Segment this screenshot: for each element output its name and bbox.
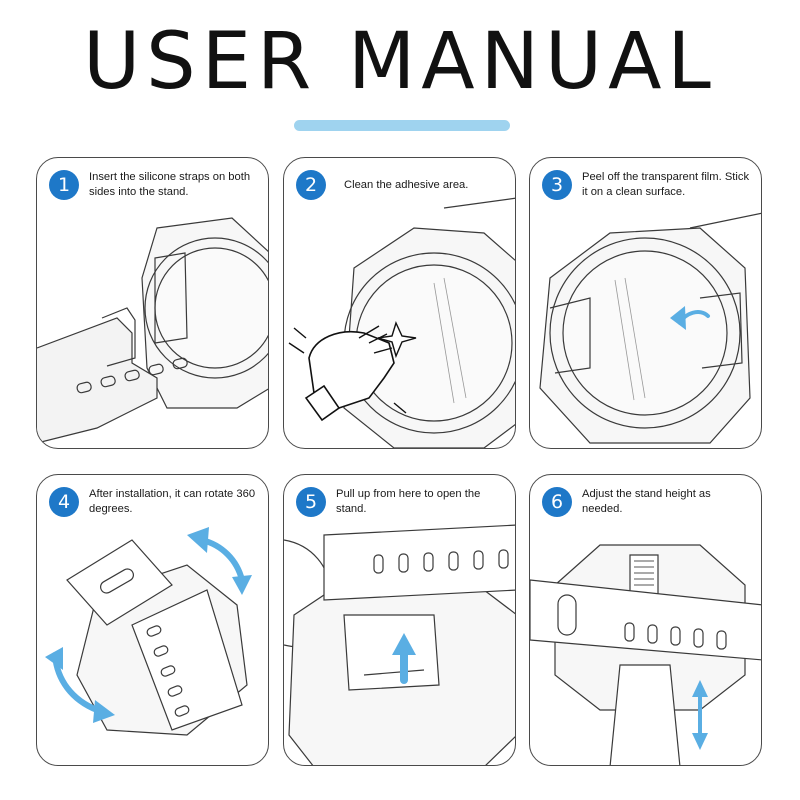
step-3-panel: 3 Peel off the transparent film. Stick i…	[529, 157, 762, 449]
step-instruction: Pull up from here to open the stand.	[336, 488, 481, 515]
step-instruction: Insert the silicone straps on both sides…	[89, 171, 251, 198]
title-underline	[294, 120, 510, 131]
step-number-badge: 3	[542, 170, 572, 200]
page-title: USER MANUAL	[83, 17, 717, 107]
step-2-panel: 2 Clean the adhesive area.	[283, 157, 516, 449]
step-number-badge: 2	[296, 170, 326, 200]
step-6-illustration	[530, 475, 761, 765]
step-4-illustration	[45, 527, 252, 766]
step-5-illustration	[284, 475, 515, 765]
step-1-illustration	[37, 158, 268, 449]
step-4-panel: 4 After installation, it can rotate 360 …	[36, 474, 269, 766]
step-number-badge: 4	[49, 487, 79, 517]
step-instruction: Peel off the transparent film. Stick it …	[582, 171, 750, 198]
step-instruction: Adjust the stand height as needed.	[582, 488, 711, 515]
step-instruction: After installation, it can rotate 360 de…	[89, 488, 256, 515]
step-1-panel: 1 Insert the silicone straps on both sid…	[36, 157, 269, 449]
step-number-badge: 1	[49, 170, 79, 200]
step-number-badge: 5	[296, 487, 326, 517]
step-6-panel: 6 Adjust the stand height as needed.	[529, 474, 762, 766]
step-5-panel: 5 Pull up from here to open the stand.	[283, 474, 516, 766]
step-number-badge: 6	[542, 487, 572, 517]
step-instruction: Clean the adhesive area.	[344, 179, 469, 191]
step-3-illustration	[530, 158, 762, 449]
step-2-illustration	[284, 158, 515, 448]
